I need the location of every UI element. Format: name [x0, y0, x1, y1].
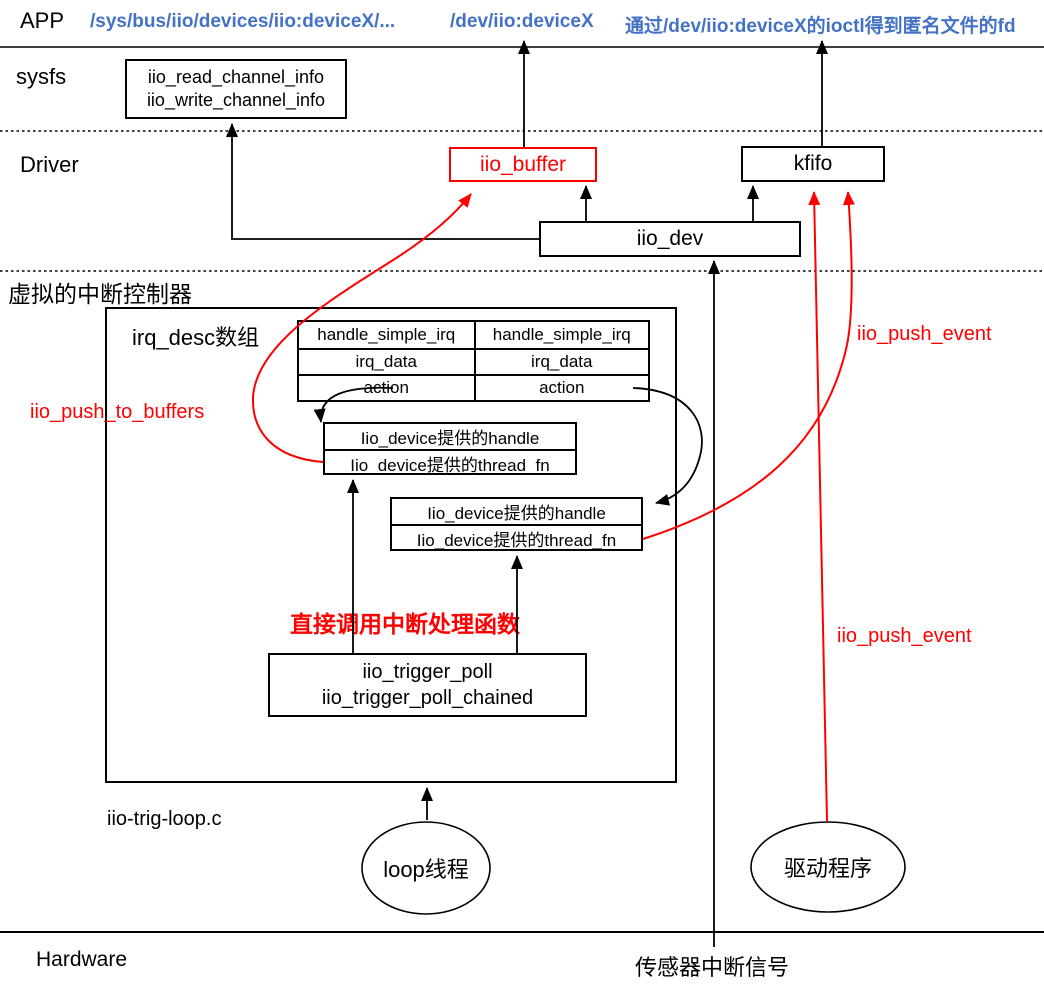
- handler-box-1-thread-fn: Iio_device提供的thread_fn: [325, 449, 575, 476]
- layer-label-driver: Driver: [20, 152, 79, 177]
- sysfs-box-line1: iio_read_channel_info: [147, 66, 325, 87]
- irq-desc-column-2: handle_simple_irq irq_data action: [473, 322, 648, 400]
- handler-box-1: Iio_device提供的handle Iio_device提供的thread_…: [323, 422, 577, 475]
- iio-trigger-poll-box: iio_trigger_poll iio_trigger_poll_chaine…: [268, 653, 587, 717]
- trigger-box-line1: iio_trigger_poll: [362, 661, 493, 683]
- iio-dev-box: iio_dev: [539, 221, 801, 257]
- iio-buffer-box: iio_buffer: [449, 147, 597, 182]
- label-iio-push-event-top: iio_push_event: [857, 323, 992, 345]
- label-loop-thread: loop线程: [383, 857, 469, 882]
- irq-cell-action-1: action: [299, 374, 474, 400]
- app-path-ioctl-note: 通过/dev/iio:deviceX的ioctl得到匿名文件的fd: [625, 16, 1016, 37]
- layer-label-sysfs: sysfs: [16, 64, 67, 89]
- kfifo-box: kfifo: [741, 146, 885, 182]
- sysfs-channel-info-box: iio_read_channel_info iio_write_channel_…: [125, 59, 347, 119]
- irq-cell-handle-simple-irq-2: handle_simple_irq: [492, 325, 631, 344]
- app-path-sysfs: /sys/bus/iio/devices/iio:deviceX/...: [90, 11, 396, 32]
- layer-label-virtual-irq-controller: 虚拟的中断控制器: [8, 281, 192, 307]
- irq-cell-action-2: action: [475, 374, 648, 400]
- app-path-dev: /dev/iio:deviceX: [450, 11, 594, 32]
- arrow-driver-program-push-event-to-kfifo: [808, 191, 828, 822]
- layer-label-app: APP: [20, 8, 65, 33]
- label-iio-push-event-bottom: iio_push_event: [837, 625, 972, 647]
- irq-cell-irq-data-1: irq_data: [299, 348, 474, 374]
- irq-desc-array-label: irq_desc数组: [132, 325, 260, 350]
- label-direct-call-irq-handler: 直接调用中断处理函数: [290, 611, 520, 637]
- sysfs-box-line2: iio_write_channel_info: [146, 90, 326, 110]
- label-sensor-irq-signal: 传感器中断信号: [635, 955, 790, 980]
- irq-desc-table: handle_simple_irq irq_data action handle…: [297, 320, 650, 402]
- handler-box-2: Iio_device提供的handle Iio_device提供的thread_…: [390, 497, 643, 551]
- irq-desc-column-1: handle_simple_irq irq_data action: [299, 322, 474, 400]
- trigger-box-line2: iio_trigger_poll_chained: [321, 687, 534, 709]
- label-iio-push-to-buffers: iio_push_to_buffers: [30, 401, 205, 423]
- label-driver-program: 驱动程序: [783, 856, 873, 881]
- irq-cell-irq-data-2: irq_data: [475, 348, 648, 374]
- layer-label-hardware: Hardware: [36, 948, 128, 971]
- irq-cell-handle-simple-irq-1: handle_simple_irq: [317, 325, 456, 344]
- handler-box-2-thread-fn: Iio_device提供的thread_fn: [392, 524, 641, 551]
- label-iio-trig-loop-file: iio-trig-loop.c: [107, 808, 222, 830]
- handler-box-1-handle: Iio_device提供的handle: [360, 429, 540, 448]
- handler-box-2-handle: Iio_device提供的handle: [427, 504, 606, 523]
